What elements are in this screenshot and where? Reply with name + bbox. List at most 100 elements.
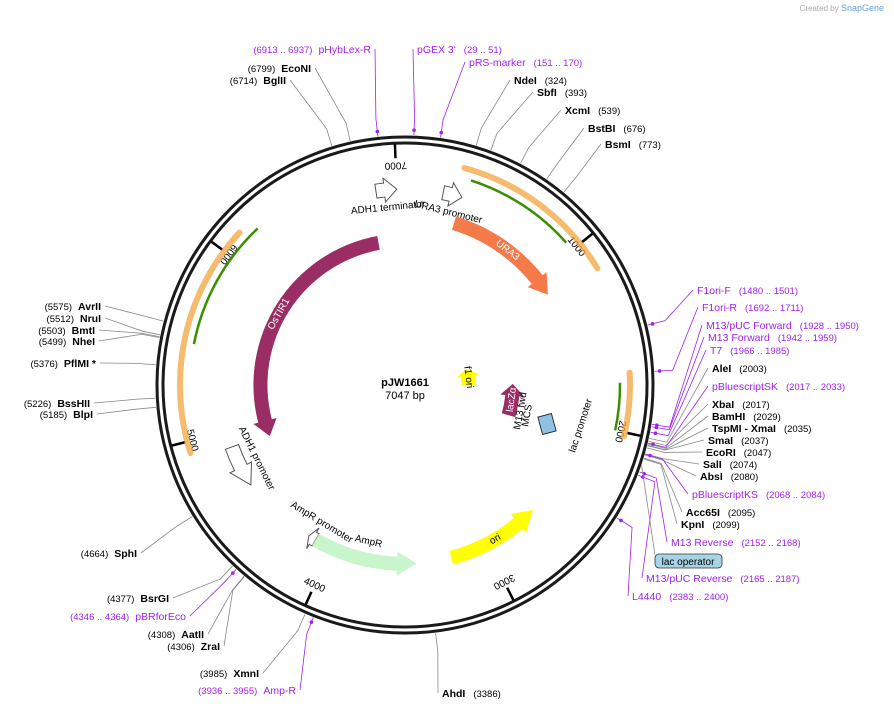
primer-leader-m13-puc-reverse (637, 474, 656, 579)
site-name: F1ori-R (702, 302, 737, 314)
enzyme-leader-sali (645, 453, 700, 465)
enzyme-label-pflmi: (5376)PflMI * (30, 358, 96, 370)
primer-leader-m13-reverse (639, 471, 668, 543)
primer-mark-pgex-3 (412, 128, 416, 132)
site-position: (2029) (753, 412, 780, 423)
enzyme-leader-xmni (262, 613, 306, 674)
credit-prefix: Created by (799, 4, 839, 13)
enzyme-label-absi: AbsI(2080) (700, 471, 758, 483)
site-name: L4440 (632, 591, 661, 603)
feature-label-ampr: AmpR (354, 533, 384, 550)
site-name: XmnI (233, 668, 259, 680)
feature-ampr-promoter (306, 527, 320, 549)
site-name: BstBI (588, 123, 616, 135)
site-position: (773) (639, 140, 661, 151)
feature-ostir1 (253, 236, 380, 437)
site-name: pGEX 3' (417, 44, 456, 56)
site-name: M13 Forward (708, 332, 770, 344)
site-position: (2047) (744, 448, 771, 459)
site-name: AatII (181, 629, 204, 641)
feature-adh1-terminator (374, 177, 398, 204)
site-position: (2068 .. 2084) (766, 490, 825, 501)
enzyme-leader-absi (644, 454, 697, 477)
primer-label-l4440: L4440 (2383 .. 2400) (632, 591, 728, 603)
enzyme-label-sbfi: SbfI(393) (537, 87, 587, 99)
enzyme-label-bsmi: BsmI(773) (605, 139, 661, 151)
scale-tick (626, 431, 641, 438)
site-name: NruI (80, 313, 101, 325)
enzyme-leader-pflmi (99, 362, 156, 366)
site-position: (2383 .. 2400) (669, 592, 728, 603)
primer-mark-pbluescriptsk (651, 442, 655, 447)
site-name: NheI (72, 336, 95, 348)
primer-mark-l4440 (619, 518, 623, 523)
site-position: (151 .. 170) (534, 58, 583, 69)
site-name: SphI (114, 548, 137, 560)
site-name: ZraI (201, 641, 220, 653)
primer-label-m13-reverse: M13 Reverse(2152 .. 2168) (671, 537, 801, 549)
site-position: (2152 .. 2168) (741, 538, 800, 549)
scale-tick (506, 587, 515, 601)
site-position: (2017) (742, 400, 769, 411)
site-name: SmaI (708, 435, 733, 447)
site-name: M13/pUC Reverse (646, 573, 733, 585)
enzyme-label-xbai: XbaI(2017) (712, 399, 770, 411)
primer-mark-phyblex-r (375, 129, 380, 134)
lacz-green-arrow (613, 382, 622, 431)
enzyme-leader-ahdi (435, 633, 439, 694)
feature-adh1-promoter (224, 443, 253, 486)
feature-label-ori: ori (488, 532, 503, 547)
scale-tick (393, 144, 397, 159)
site-name: BglII (263, 75, 286, 87)
site-position: (4306) (167, 642, 194, 653)
lac-operator-leader (641, 465, 656, 556)
primer-label-f1ori-f: F1ori-F(1480 .. 1501) (697, 285, 798, 297)
ostir1-orange-band (177, 229, 243, 457)
site-position: (29 .. 51) (464, 45, 502, 56)
enzyme-leader-nhei (98, 333, 160, 342)
enzyme-label-nhei: (5499)NheI (39, 336, 95, 348)
enzyme-label-ahdi: AhdI(3386) (442, 688, 501, 700)
site-position: (4377) (107, 594, 134, 605)
enzyme-label-sali: SalI(2074) (703, 459, 757, 471)
site-name: Acc65I (686, 507, 720, 519)
primer-label-m13-puc-reverse: M13/pUC Reverse(2165 .. 2187) (646, 573, 800, 585)
site-position: (2099) (712, 520, 739, 531)
primer-mark-pbluescriptks (648, 453, 652, 458)
enzyme-leader-bsmi (563, 143, 602, 193)
enzyme-leader-sbfi (490, 91, 534, 151)
site-name: pBluescriptKS (692, 489, 758, 501)
primer-label-t7: T7(1966 .. 1985) (710, 345, 789, 357)
primer-label-pbluescriptsk: pBluescriptSK(2017 .. 2033) (712, 381, 845, 393)
plasmid-size: 7047 bp (385, 390, 425, 402)
enzyme-label-bmti: (5503)BmtI (38, 325, 95, 337)
enzyme-label-ndei: NdeI(324) (514, 75, 567, 87)
enzyme-leader-tspmi-xmai (647, 427, 709, 451)
site-name: BmtI (72, 325, 95, 337)
site-position: (6799) (248, 64, 275, 75)
site-position: (3985) (200, 669, 227, 680)
feature-label-f1-ori: f1 ori (461, 366, 475, 389)
primer-label-prs-marker: pRS-marker(151 .. 170) (469, 57, 582, 69)
primer-mark-prs-marker (439, 130, 444, 135)
scale-tick (580, 232, 594, 244)
site-name: AvrII (78, 301, 101, 313)
scale-tick (171, 440, 186, 447)
site-position: (1928 .. 1950) (800, 321, 859, 332)
site-name: BssHII (57, 398, 90, 410)
site-name: AhdI (442, 688, 465, 700)
enzyme-leader-bstbi (546, 127, 585, 180)
site-position: (6714) (230, 76, 257, 87)
enzyme-label-nrui: (5512) NruI (47, 313, 102, 325)
primer-mark-t7 (653, 431, 658, 435)
primer-leader-phyblex-r (374, 48, 379, 137)
site-position: (5512) (47, 314, 74, 325)
enzyme-leader-xcmi (520, 109, 562, 164)
site-name: NdeI (514, 75, 537, 87)
enzyme-leader-ndei (475, 79, 511, 146)
primer-label-amp-r: (3936 .. 3955)Amp-R (198, 685, 296, 697)
site-name: BamHI (712, 411, 745, 423)
site-position: (2037) (741, 436, 768, 447)
primer-mark-m13-forward (654, 425, 659, 430)
